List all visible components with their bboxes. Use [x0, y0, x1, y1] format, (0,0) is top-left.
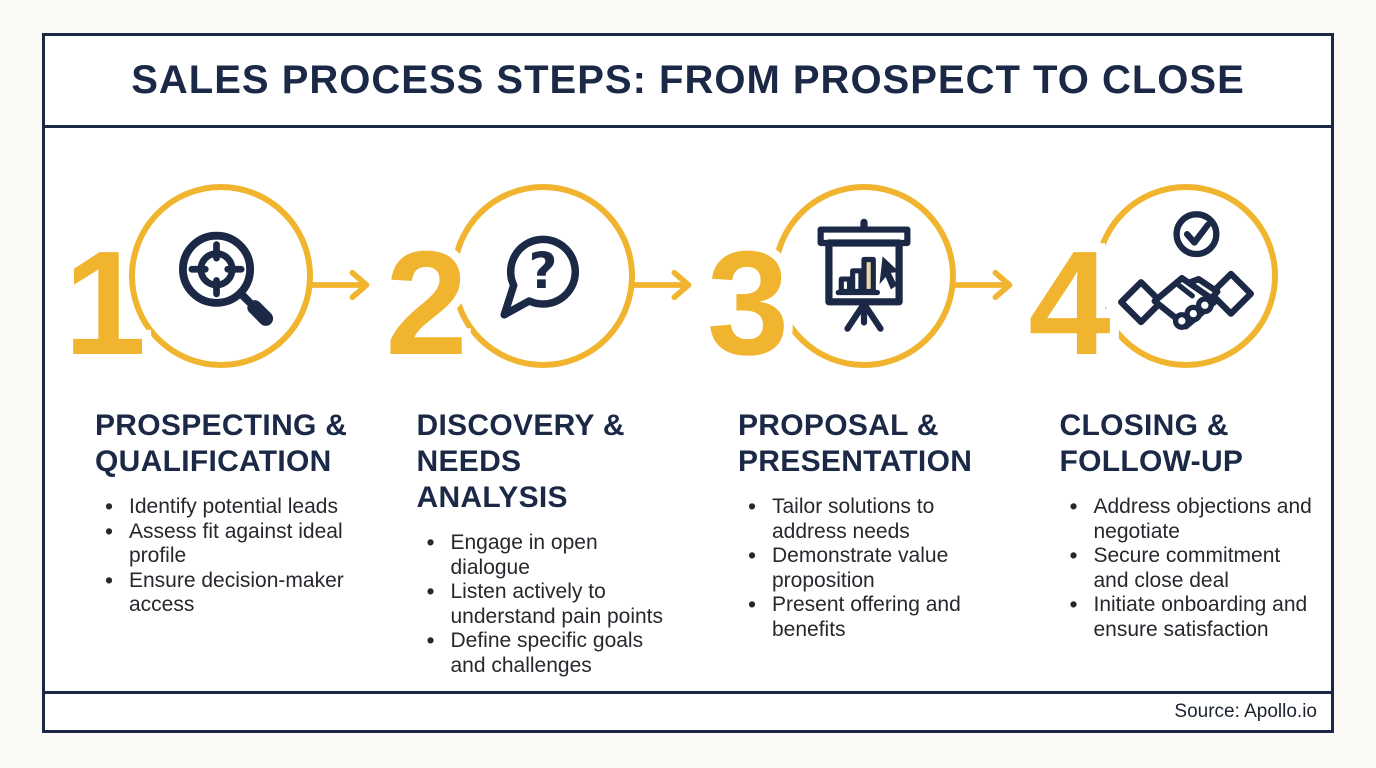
- step-4-number: 4 4: [1018, 221, 1122, 387]
- bullet-item: Listen actively to understand pain point…: [425, 579, 683, 629]
- step-column-1: 1 1 PROSPECTING & QUALIFICATION Identify…: [45, 128, 370, 678]
- step-1-title: PROSPECTING & QUALIFICATION: [95, 409, 348, 478]
- step-3-graphic: 3 3: [688, 184, 1013, 387]
- step-number-halo: 3: [698, 221, 798, 387]
- bullet-item: Demonstrate value proposition: [746, 543, 1004, 593]
- source-credit: Source: Apollo.io: [1174, 701, 1317, 722]
- step-1-circle: [129, 184, 313, 368]
- bullet-item: Secure commitment and close deal: [1068, 543, 1326, 593]
- question-mark-glyph: ?: [528, 242, 557, 300]
- step-4-graphic: 4 4: [1010, 184, 1332, 387]
- arrow-right-icon: [309, 269, 370, 301]
- question-bubble-icon: ?: [499, 235, 579, 319]
- step-4-circle: [1093, 184, 1278, 368]
- step-1-graphic: 1 1: [45, 184, 370, 387]
- step-2-number: 2 2: [375, 221, 479, 387]
- step-3-number: 3 3: [696, 221, 800, 387]
- step-number-halo: 2: [376, 221, 476, 387]
- step-number-halo: 4: [1019, 221, 1119, 387]
- arrow-right-icon: [630, 269, 691, 301]
- step-column-4: 4 4 CLOSING & FOLLOW-UP Address objectio…: [1010, 128, 1332, 678]
- magnifier-target-icon: [179, 231, 274, 326]
- bullet-item: Engage in open dialogue: [425, 530, 683, 580]
- step-2-graphic: ? 2 2: [367, 184, 691, 387]
- bullet-item: Address objections and negotiate: [1068, 494, 1326, 544]
- step-1-bullets: Identify potential leads Assess fit agai…: [45, 494, 367, 618]
- step-2-circle: ?: [450, 184, 635, 368]
- bullet-item: Ensure decision-maker access: [103, 568, 361, 618]
- step-4-title: CLOSING & FOLLOW-UP: [1059, 409, 1244, 478]
- step-3-circle: [772, 184, 956, 368]
- page-title: SALES PROCESS STEPS: FROM PROSPECT TO CL…: [131, 58, 1245, 102]
- bullet-item: Define specific goals and challenges: [425, 628, 683, 678]
- bullet-item: Tailor solutions to address needs: [746, 494, 1004, 544]
- step-number-halo: 1: [55, 221, 155, 387]
- bullet-item: Assess fit against ideal profile: [103, 519, 361, 569]
- step-1-number: 1 1: [53, 221, 157, 387]
- step-column-3: 3 3 PROPOSAL & PRESENTATION Tailor solut…: [688, 128, 1013, 678]
- bullet-item: Initiate onboarding and ensure satisfact…: [1068, 592, 1326, 642]
- arrow-right-icon: [952, 269, 1013, 301]
- handshake-check-icon: [1117, 211, 1254, 330]
- step-2-bullets: Engage in open dialogue Listen actively …: [367, 530, 689, 678]
- footer-bar: Source: Apollo.io: [45, 691, 1331, 730]
- bullet-item: Present offering and benefits: [746, 592, 1004, 642]
- steps-row: 1 1 PROSPECTING & QUALIFICATION Identify…: [45, 128, 1331, 678]
- bullet-item: Identify potential leads: [103, 494, 361, 520]
- step-4-bullets: Address objections and negotiate Secure …: [1010, 494, 1332, 642]
- step-3-title: PROPOSAL & PRESENTATION: [738, 409, 973, 478]
- step-3-bullets: Tailor solutions to address needs Demons…: [688, 494, 1010, 642]
- step-column-2: ? 2 2 DISCOVERY & NEEDS ANALYSIS Engage …: [367, 128, 691, 678]
- infographic-frame: SALES PROCESS STEPS: FROM PROSPECT TO CL…: [42, 33, 1334, 733]
- presentation-chart-icon: [817, 218, 911, 332]
- title-bar: SALES PROCESS STEPS: FROM PROSPECT TO CL…: [45, 36, 1331, 128]
- step-2-title: DISCOVERY & NEEDS ANALYSIS: [416, 409, 625, 514]
